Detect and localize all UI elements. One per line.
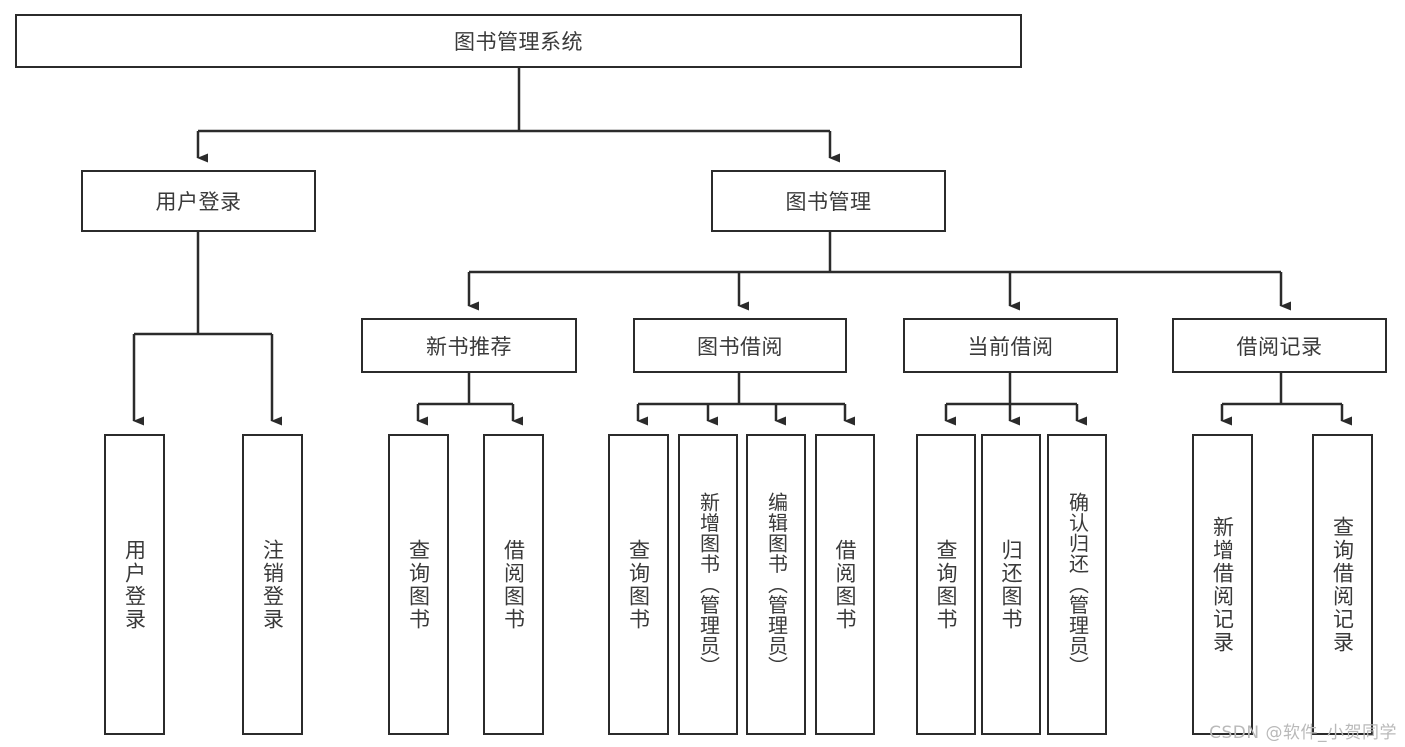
leaf-current-borrow-query-book[interactable]: 查询图书 — [916, 434, 976, 735]
node-borrow-record[interactable]: 借阅记录 — [1172, 318, 1387, 373]
leaf-current-borrow-confirm-return-admin[interactable]: 确认归还（管理员） — [1047, 434, 1107, 735]
node-new-book-recommend[interactable]: 新书推荐 — [361, 318, 577, 373]
node-label: 用户登录 — [155, 190, 242, 214]
node-label: 注销登录 — [260, 538, 285, 631]
leaf-current-borrow-return-book[interactable]: 归还图书 — [981, 434, 1041, 735]
node-label: 图书借阅 — [697, 334, 783, 359]
leaf-book-borrow-borrow-book[interactable]: 借阅图书 — [815, 434, 875, 735]
leaf-new-book-borrow-book[interactable]: 借阅图书 — [483, 434, 544, 735]
node-user-login[interactable]: 用户登录 — [81, 170, 316, 232]
leaf-borrow-record-query-record[interactable]: 查询借阅记录 — [1312, 434, 1373, 735]
leaf-book-borrow-add-book-admin[interactable]: 新增图书（管理员） — [678, 434, 738, 735]
node-label: 借阅记录 — [1236, 334, 1323, 359]
node-label: 借阅图书 — [833, 538, 858, 631]
node-label: 新增图书（管理员） — [696, 492, 721, 677]
node-label: 图书管理 — [785, 190, 872, 214]
node-label: 用户登录 — [122, 538, 147, 631]
leaf-new-book-query-book[interactable]: 查询图书 — [388, 434, 449, 735]
node-label: 查询图书 — [626, 538, 651, 631]
node-label: 查询图书 — [934, 538, 959, 631]
leaf-user-login-signout[interactable]: 注销登录 — [242, 434, 303, 735]
node-label: 归还图书 — [999, 538, 1024, 631]
csdn-watermark: CSDN @软件_小贺同学 — [1209, 723, 1397, 743]
leaf-user-login-signin[interactable]: 用户登录 — [104, 434, 165, 735]
node-label: 确认归还（管理员） — [1065, 492, 1090, 677]
node-label: 新书推荐 — [426, 334, 512, 359]
node-label: 借阅图书 — [501, 538, 526, 631]
node-label: 查询借阅记录 — [1330, 515, 1355, 654]
node-book-management[interactable]: 图书管理 — [711, 170, 946, 232]
node-label: 图书管理系统 — [454, 30, 583, 54]
leaf-borrow-record-add-record[interactable]: 新增借阅记录 — [1192, 434, 1253, 735]
node-label: 新增借阅记录 — [1210, 515, 1235, 654]
node-current-borrow[interactable]: 当前借阅 — [903, 318, 1118, 373]
node-label: 查询图书 — [406, 538, 431, 631]
node-root-book-management-system[interactable]: 图书管理系统 — [15, 14, 1022, 68]
leaf-book-borrow-query-book[interactable]: 查询图书 — [608, 434, 669, 735]
node-label: 当前借阅 — [967, 334, 1054, 359]
node-book-borrow[interactable]: 图书借阅 — [633, 318, 847, 373]
leaf-book-borrow-edit-book-admin[interactable]: 编辑图书（管理员） — [746, 434, 806, 735]
node-label: 编辑图书（管理员） — [764, 492, 789, 677]
